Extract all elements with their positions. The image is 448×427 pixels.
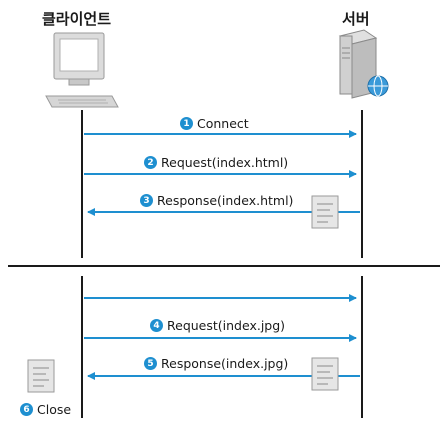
server-tower-globe-icon [338,29,389,99]
message-text: Connect [197,116,249,131]
step-badge: 3 [140,194,153,207]
message-label-request-jpg: 4 Request(index.jpg) [150,318,285,333]
message-text: Response(index.jpg) [161,356,289,371]
close-text: Close [37,402,72,417]
step-badge: 2 [144,156,157,169]
document-icon [311,195,339,229]
step-badge: 4 [150,319,163,332]
message-text: Response(index.html) [157,193,294,208]
message-label-connect: 1 Connect [180,116,249,131]
close-label: 6 Close [20,402,71,417]
message-label-request-html: 2 Request(index.html) [144,155,288,170]
client-title: 클라이언트 [42,10,112,28]
step-badge: 6 [20,403,33,416]
server-title: 서버 [342,10,370,28]
message-label-response-html: 3 Response(index.html) [140,193,293,208]
document-icon [27,359,55,393]
desktop-computer-icon [45,32,119,108]
step-badge: 5 [144,357,157,370]
message-text: Request(index.jpg) [167,318,286,333]
message-text: Request(index.html) [161,155,289,170]
step-badge: 1 [180,117,193,130]
message-label-response-jpg: 5 Response(index.jpg) [144,356,288,371]
document-icon [311,357,339,391]
